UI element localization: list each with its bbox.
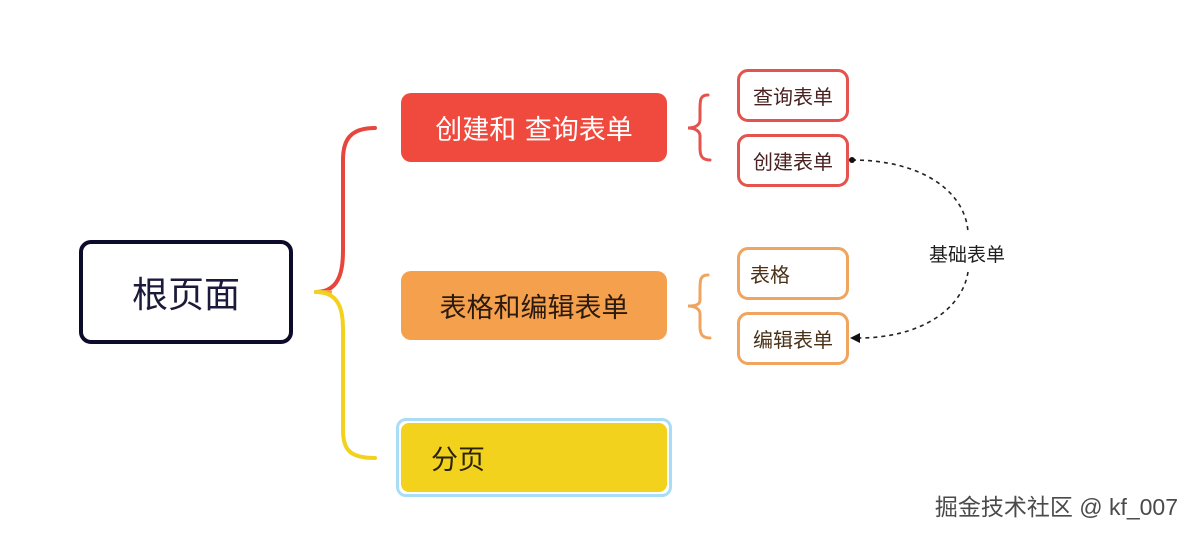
relation-start-dot — [849, 157, 855, 163]
branch-node-create-query[interactable]: 创建和 查询表单 — [401, 93, 667, 162]
branch-node-pagination[interactable]: 分页 — [401, 423, 667, 492]
connector-root-to-branch-1 — [314, 126, 377, 294]
connector-root-to-branch-3 — [314, 290, 377, 460]
leaf-node-edit-form[interactable]: 编辑表单 — [737, 312, 849, 365]
root-node[interactable]: 根页面 — [79, 240, 293, 344]
leaf-node-create-form[interactable]: 创建表单 — [737, 134, 849, 187]
relation-curve-top — [851, 159, 969, 233]
relation-curve-bottom — [857, 271, 969, 339]
branch-node-table-edit[interactable]: 表格和编辑表单 — [401, 271, 667, 340]
relation-label[interactable]: 基础表单 — [929, 238, 1006, 269]
selection-outline — [396, 418, 672, 497]
relation-arrowhead — [850, 333, 860, 343]
leaf-node-table[interactable]: 表格 — [737, 247, 849, 300]
leaf-node-query-form[interactable]: 查询表单 — [737, 69, 849, 122]
brace-branch-2 — [687, 273, 712, 340]
brace-branch-1 — [687, 93, 712, 162]
watermark-text: 掘金技术社区 @ kf_007 — [934, 494, 1178, 520]
